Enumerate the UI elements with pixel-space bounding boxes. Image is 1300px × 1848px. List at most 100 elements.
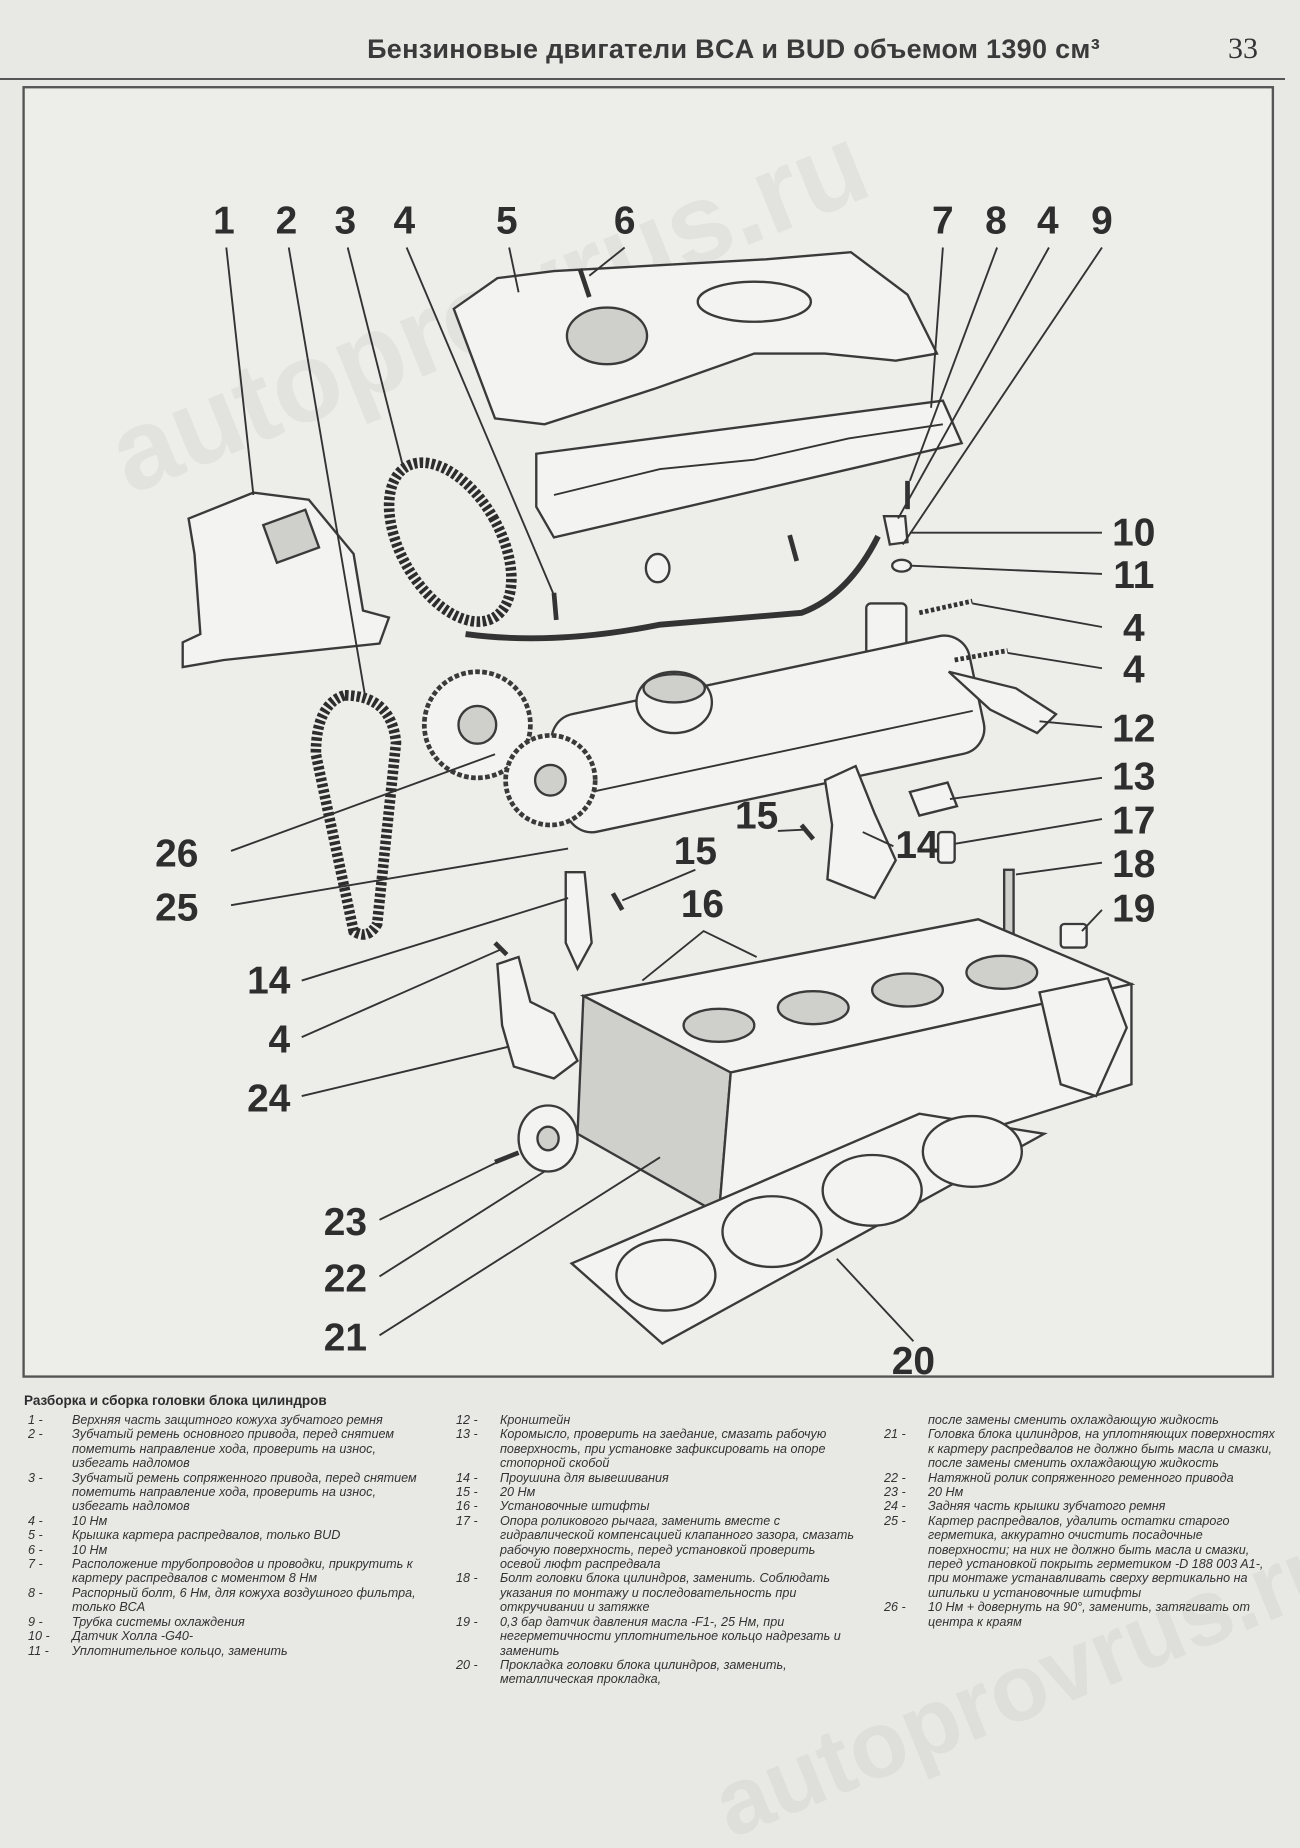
- item-text: Опора роликового рычага, заменить вместе…: [500, 1513, 854, 1572]
- secondary-timing-belt: [383, 457, 517, 627]
- item-number: 24 -: [884, 1499, 906, 1514]
- camshaft-housing-seam: [574, 709, 973, 797]
- item-number: 1 -: [28, 1413, 43, 1427]
- pipe-and-wiring-frame: [535, 399, 964, 539]
- cover-oil-filler-opening: [565, 306, 649, 366]
- item-number: 13 -: [456, 1427, 478, 1442]
- lifting-eye-front: [564, 870, 593, 972]
- caption-item: 22 - Натяжной ролик сопряженного ременног…: [884, 1471, 1276, 1485]
- callout-4-right-b: 4: [1123, 648, 1145, 691]
- leader-20: [836, 1258, 915, 1342]
- callout-22: 22: [324, 1258, 367, 1301]
- item-number: 11 -: [28, 1643, 49, 1658]
- item-number: 21 -: [884, 1427, 906, 1442]
- gasket-bore-1: [615, 1238, 717, 1312]
- gasket-bore-4: [921, 1114, 1024, 1188]
- item-number: 15 -: [456, 1485, 478, 1500]
- camshaft-bearing-3: [870, 972, 945, 1008]
- item-number: 2 -: [28, 1427, 43, 1442]
- leader-25: [230, 847, 569, 907]
- item-text: 10 Нм: [72, 1513, 108, 1528]
- item-number: 18 -: [456, 1571, 478, 1586]
- callout-21: 21: [324, 1317, 367, 1360]
- page-header-title: Бензиновые двигатели BCA и BUD объемом 1…: [367, 34, 1100, 64]
- leader-lines: [225, 246, 1103, 1342]
- caption-item: 11 -Уплотнительное кольцо, заменить: [28, 1644, 426, 1658]
- leader-12: [1039, 720, 1103, 729]
- main-timing-belt: [310, 690, 402, 940]
- item-text: Зубчатый ремень сопряженного привода, пе…: [72, 1470, 417, 1514]
- camshaft-bearing-2: [776, 990, 850, 1026]
- item-number: 5 -: [28, 1528, 43, 1543]
- caption-column-middle: 12 - Кронштейн 13 - Коромысло, проверить н…: [456, 1413, 854, 1687]
- leader-4-lower: [301, 949, 501, 1039]
- roller-lever-support: [936, 830, 956, 864]
- leader-4-top: [405, 247, 555, 596]
- item-number: 4 -: [28, 1513, 43, 1528]
- item-text: Проушина для вывешивания: [500, 1470, 669, 1485]
- item-text: 20 Нм: [928, 1485, 964, 1500]
- caption-column-right: после замены сменить охлаждающую жидкост…: [884, 1413, 1276, 1629]
- item-number: 20 -: [456, 1657, 478, 1672]
- callout-13: 13: [1112, 756, 1155, 799]
- leader-3: [346, 247, 405, 467]
- item-number: 12 -: [456, 1413, 478, 1427]
- item-number: 3 -: [28, 1470, 43, 1485]
- caption-item: 23 -20 Нм: [884, 1485, 1276, 1499]
- item-text: Расположение трубопроводов и проводки, п…: [72, 1557, 413, 1586]
- callout-25: 25: [155, 886, 198, 929]
- item-number: 10 -: [28, 1629, 50, 1644]
- item-text: Коромысло, проверить на заедание, смазат…: [500, 1427, 827, 1471]
- cover-bolt: [577, 267, 592, 298]
- bolt-4-right-a: [918, 598, 973, 616]
- leader-13: [949, 776, 1103, 801]
- caption-item: 15 -20 Нм: [456, 1485, 854, 1499]
- bolt-4-upper: [551, 592, 559, 621]
- item-number: 17 -: [456, 1513, 478, 1528]
- caption-item: 26 -10 Нм + довернуть на 90°, заменить, …: [884, 1600, 1276, 1629]
- caption-item: 19 -0,3 бар датчик давления масла -F1-, …: [456, 1615, 854, 1658]
- item-number: 9 -: [28, 1614, 43, 1629]
- item-text: Натяжной ролик сопряженного ременного пр…: [928, 1470, 1234, 1485]
- leader-4-right-a: [972, 602, 1103, 628]
- oil-pressure-sensor: [1059, 922, 1088, 949]
- exhaust-sprocket-hub: [457, 704, 498, 745]
- caption-title: Разборка и сборка головки блока цилиндро…: [24, 1393, 327, 1408]
- item-text: Прокладка головки блока цилиндров, замен…: [500, 1657, 787, 1687]
- item-text: Установочные штифты: [500, 1499, 650, 1514]
- leader-7: [930, 247, 944, 408]
- callout-23: 23: [324, 1201, 367, 1244]
- callout-7: 7: [932, 199, 954, 242]
- leader-24: [301, 1045, 510, 1097]
- breather-cap: [644, 552, 671, 584]
- item-number: 22 -: [884, 1470, 906, 1485]
- camshaft-bearing-4: [965, 954, 1039, 990]
- frame-rib: [553, 423, 944, 496]
- rocker-arm: [908, 781, 959, 817]
- item-number: [884, 1413, 928, 1427]
- page-number: 33: [1228, 32, 1258, 65]
- item-text: Датчик Холла -G40-: [72, 1629, 194, 1644]
- oil-filler-cap-top: [642, 672, 706, 704]
- item-text: 10 Нм + довернуть на 90°, заменить, затя…: [928, 1600, 1250, 1629]
- callout-4-lower: 4: [269, 1018, 291, 1061]
- callout-9: 9: [1091, 199, 1113, 242]
- item-text: Кронштейн: [500, 1413, 571, 1427]
- item-text: Головка блока цилиндров, на уплотняющих …: [928, 1427, 1275, 1471]
- cylinder-head-bolt: [1002, 868, 1015, 937]
- caption-item: 7 - Расположение трубопроводов и проводки…: [28, 1557, 426, 1586]
- caption-item: 20 - Прокладка головки блока цилиндров, з…: [456, 1658, 854, 1687]
- tensioner-hub: [536, 1125, 560, 1152]
- leader-15-a: [777, 828, 804, 832]
- callout-18: 18: [1112, 843, 1155, 886]
- bracket: [947, 670, 1058, 735]
- callout-4-top: 4: [393, 199, 415, 242]
- caption-item: после замены сменить охлаждающую жидкост…: [884, 1413, 1276, 1427]
- caption-item: 21 - Головка блока цилиндров, на уплотняю…: [884, 1427, 1276, 1470]
- camshaft-housing-cover: [452, 251, 939, 426]
- item-number: 7 -: [28, 1557, 43, 1572]
- item-number: 25 -: [884, 1513, 906, 1528]
- leader-16: [641, 929, 758, 982]
- caption-item: 25 -Картер распредвалов, удалить остатки…: [884, 1514, 1276, 1600]
